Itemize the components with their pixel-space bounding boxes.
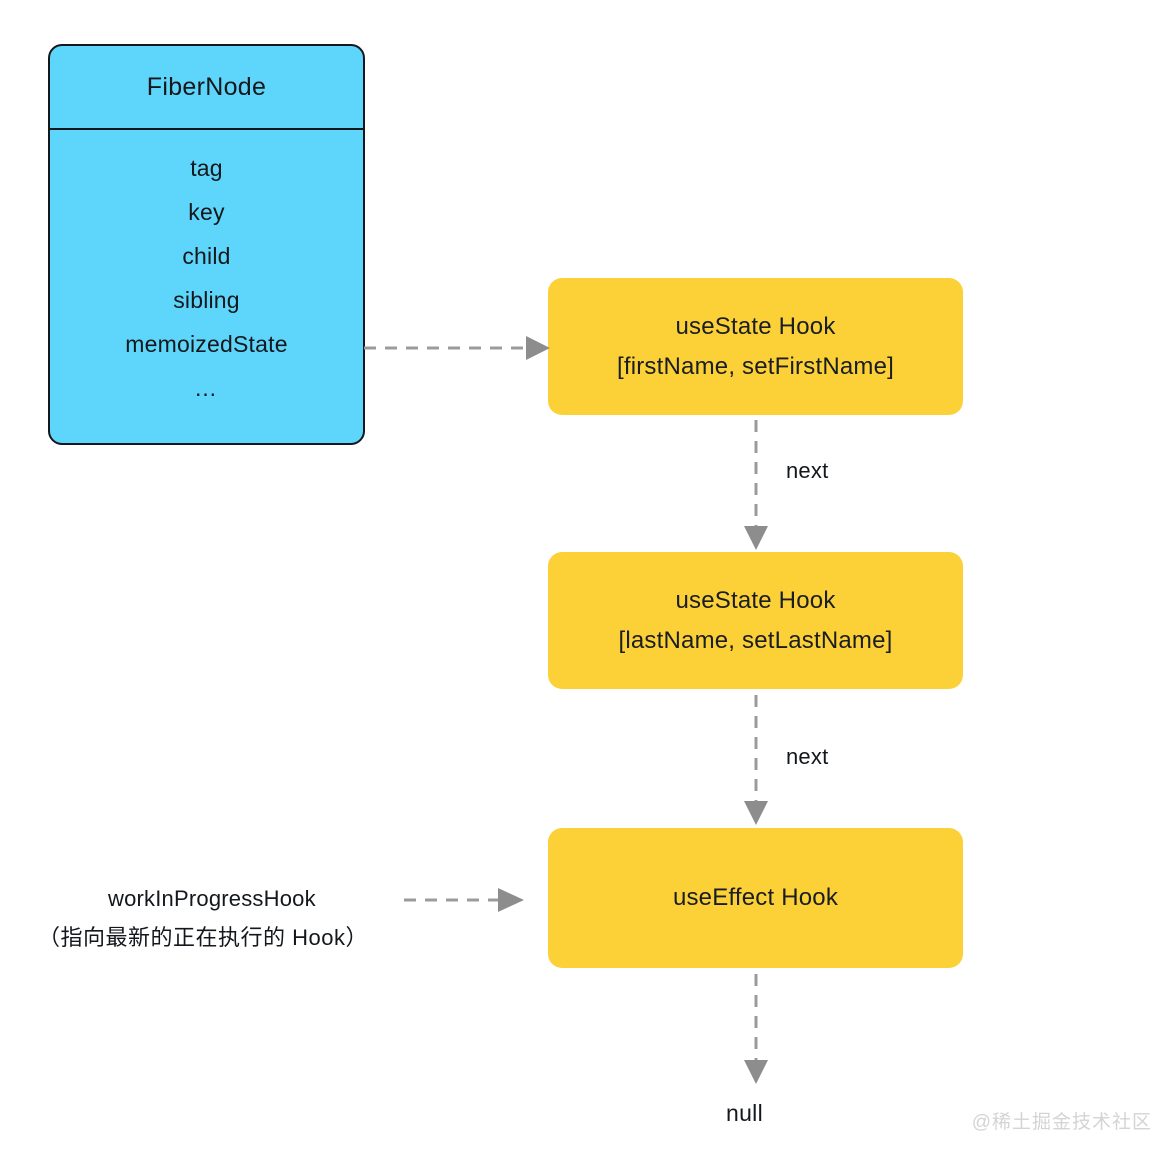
fiber-field-tag: tag	[190, 155, 223, 181]
edge-label-next-2: next	[786, 744, 829, 769]
fiber-field-child: child	[182, 243, 231, 269]
hook-card-subtitle: [firstName, setFirstName]	[616, 352, 895, 380]
workinprogresshook-label: workInProgressHook （指向最新的正在执行的 Hook）	[38, 882, 408, 960]
fiber-node-card: FiberNode tag key child sibling memoized…	[48, 44, 365, 445]
watermark: @稀土掘金技术社区	[971, 1112, 1152, 1133]
arrow-memoizedstate-to-hook1	[364, 336, 550, 360]
workinprogresshook-name: workInProgressHook	[108, 886, 316, 911]
hook-card-usestate-lastname: useState Hook [lastName, setLastName]	[548, 552, 963, 689]
fiber-field-key: key	[188, 199, 225, 225]
fiber-field-memoized-state: memoizedState	[125, 331, 288, 357]
hook-card-title: useState Hook	[675, 586, 836, 614]
fiber-field-sibling: sibling	[173, 287, 240, 313]
null-terminal-label: null	[726, 1100, 764, 1126]
workinprogresshook-description: （指向最新的正在执行的 Hook）	[38, 925, 368, 950]
fiber-field-ellipsis: …	[194, 375, 219, 401]
fiber-node-divider	[48, 128, 365, 130]
edge-label-next-1: next	[786, 458, 829, 483]
arrow-hook2-to-hook3	[744, 695, 768, 825]
fiber-node-field-list: tag key child sibling memoizedState …	[50, 146, 363, 410]
hook-card-useeffect: useEffect Hook	[548, 828, 963, 968]
hook-card-usestate-firstname: useState Hook [firstName, setFirstName]	[548, 278, 963, 415]
arrow-hook1-to-hook2	[744, 420, 768, 550]
fiber-node-title: FiberNode	[146, 73, 267, 101]
hook-card-title: useEffect Hook	[672, 884, 839, 911]
arrow-workinprogresshook-to-hook3	[404, 888, 524, 912]
arrow-hook3-to-null	[744, 974, 768, 1084]
hook-card-subtitle: [lastName, setLastName]	[618, 626, 893, 654]
hook-card-title: useState Hook	[675, 312, 836, 340]
